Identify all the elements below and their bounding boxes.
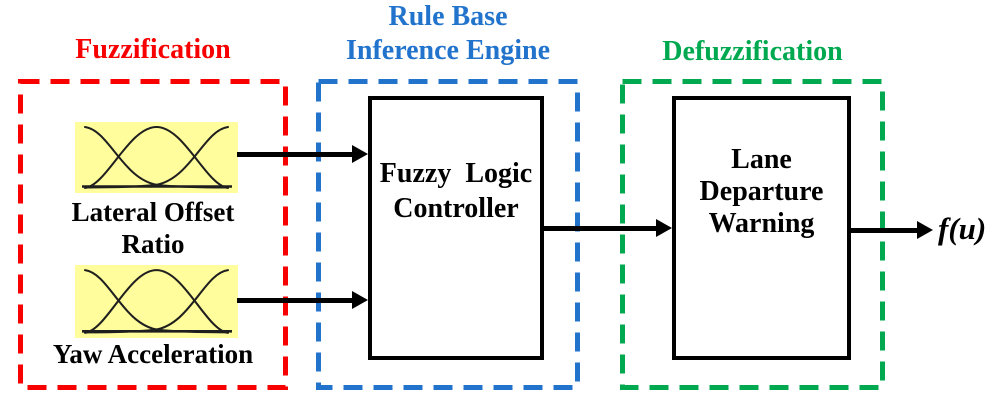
- arrow-controller-to-warning: [544, 219, 672, 237]
- lane-departure-warning-label: Lane Departure Warning: [699, 144, 824, 239]
- membership-curves-icon: [82, 125, 232, 189]
- fuzzification-stage-border: [18, 79, 288, 390]
- output-signal-label: f(u): [938, 211, 987, 246]
- arrow-warning-to-output: [851, 221, 933, 239]
- arrow-yaw-acceleration-to-controller: [237, 291, 368, 309]
- arrow-shaft: [851, 227, 919, 233]
- arrowhead-icon: [917, 221, 933, 239]
- lateral-offset-ratio-label: Lateral Offset Ratio: [71, 197, 235, 259]
- yaw-acceleration-label: Yaw Acceleration: [52, 339, 254, 369]
- lateral-offset-membership-graph: [75, 122, 238, 193]
- arrow-shaft: [237, 151, 354, 157]
- fuzzy-logic-controller-block: Fuzzy Logic Controller: [368, 96, 544, 360]
- defuzzification-stage-border: [620, 79, 885, 390]
- yaw-acceleration-membership-graph: [75, 265, 238, 338]
- arrow-shaft: [237, 297, 354, 303]
- rule-base-stage-border: [316, 79, 580, 390]
- arrow-lateral-offset-to-controller: [237, 145, 368, 163]
- arrow-shaft: [544, 225, 658, 231]
- membership-curves-icon: [82, 269, 232, 334]
- fuzzification-dashed-rect: [18, 79, 288, 390]
- fuzzy-logic-controller-label: Fuzzy Logic Controller: [379, 158, 533, 224]
- defuzzification-dashed-rect: [620, 79, 885, 390]
- arrowhead-icon: [352, 291, 368, 309]
- arrowhead-icon: [656, 219, 672, 237]
- defuzzification-stage-title: Defuzzification: [662, 36, 843, 67]
- fuzzification-stage-title: Fuzzification: [75, 34, 231, 65]
- lane-departure-warning-block: Lane Departure Warning: [672, 96, 851, 360]
- rule-base-stage-title: Rule Base Inference Engine: [345, 1, 551, 66]
- arrowhead-icon: [352, 145, 368, 163]
- rule-base-dashed-rect: [316, 79, 580, 390]
